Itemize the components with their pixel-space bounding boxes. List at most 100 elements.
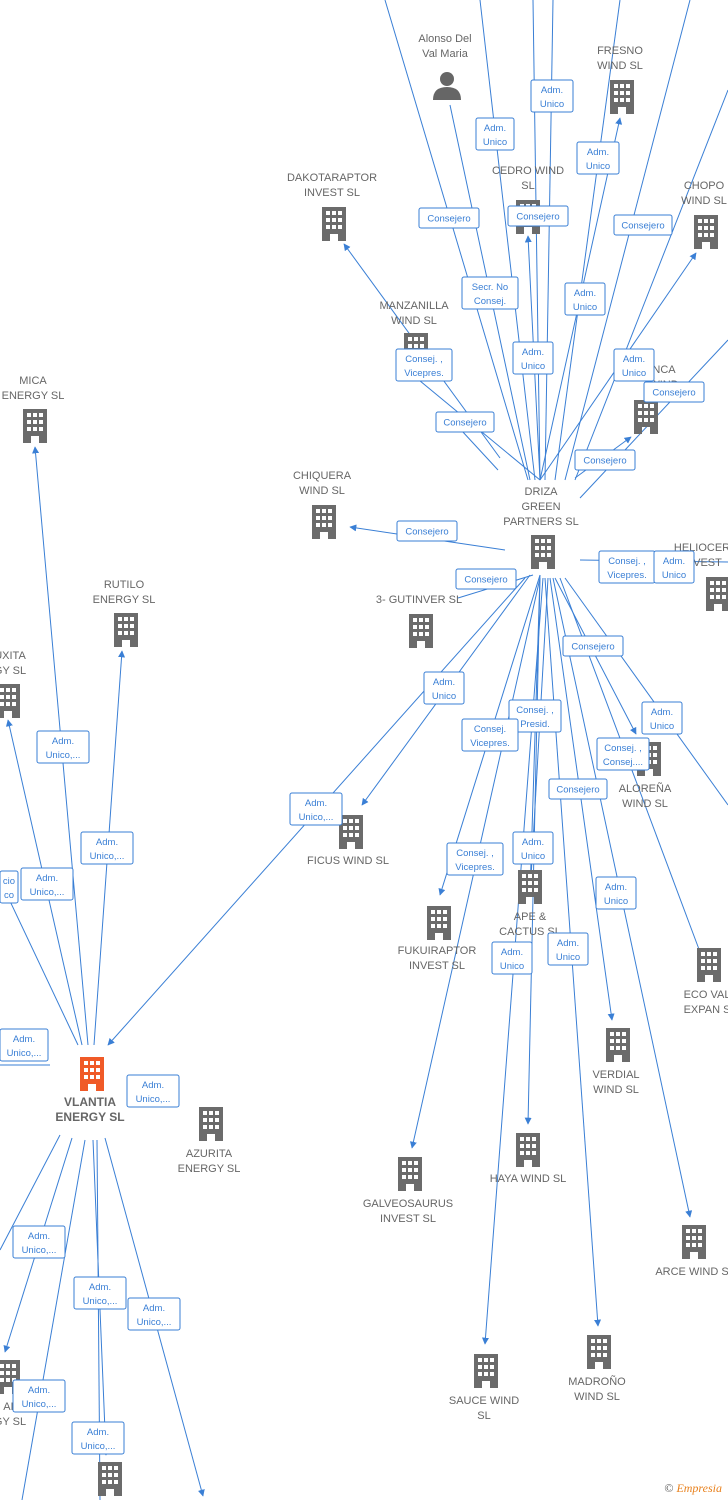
node-label: FUKUIRAPTOR	[398, 945, 477, 957]
edge-role-label[interactable]: Consejero	[562, 635, 624, 657]
edge-role-text: Unico	[556, 952, 580, 963]
edge-role-label[interactable]: Adm.Unico	[547, 932, 589, 966]
node-label: 3- GUTINVER SL	[376, 594, 462, 606]
edge-role-label[interactable]: Adm.Unico,...	[20, 867, 74, 901]
node-arce[interactable]: ARCE WIND S	[655, 1225, 728, 1278]
node-haya[interactable]: HAYA WIND SL	[490, 1133, 567, 1185]
edge-role-label[interactable]: Adm.Unico	[576, 141, 620, 175]
edge-role-text: Adm.	[651, 707, 673, 718]
edge-role-label[interactable]: Adm.Unico	[613, 348, 655, 382]
edge-role-text: Consej. ,	[405, 354, 443, 365]
edge-role-label[interactable]: Consejero	[418, 207, 480, 229]
node-label: WIND SL	[681, 195, 727, 207]
node-label: MICA	[19, 375, 47, 387]
node-label: INVEST SL	[380, 1213, 436, 1225]
edge-role-label[interactable]: Consejero	[435, 411, 495, 433]
edge-role-text: Unico	[586, 161, 610, 172]
edge-role-text: Unico	[604, 896, 628, 907]
node-label: WIND SL	[391, 315, 437, 327]
brand-logo[interactable]: Empresia	[676, 1481, 722, 1495]
node-uxita[interactable]: UXITAGY SL	[0, 650, 26, 718]
edge-role-label[interactable]: Consejero	[613, 214, 673, 236]
edge-role-label[interactable]: Consejero	[507, 205, 569, 227]
edge-role-label[interactable]: Adm.Unico,...	[80, 831, 134, 865]
edge-role-text: Secr. No	[472, 282, 508, 293]
edge-role-label[interactable]: Consejero	[455, 568, 517, 590]
edge-role-label[interactable]: Adm.Unico,...	[126, 1074, 180, 1108]
edge-role-label[interactable]: Adm.Unico,...	[71, 1421, 125, 1455]
edge-role-label[interactable]: Adm.Unico,...	[12, 1225, 66, 1259]
node-label: ARCE WIND S	[655, 1266, 728, 1278]
edge-role-label[interactable]: Adm.Unico	[653, 550, 695, 584]
person-icon	[433, 72, 461, 100]
edge-role-label[interactable]: Consej. ,Vicepres.	[395, 348, 453, 382]
edge-role-label[interactable]: Adm.Unico	[512, 341, 554, 375]
building-icon	[634, 400, 658, 434]
edge-role-label[interactable]: Consej. ,Vicepres.	[598, 550, 656, 584]
edge-role-text: cio	[3, 876, 15, 887]
node-gutinver[interactable]: 3- GUTINVER SL	[376, 594, 462, 648]
edge-role-label[interactable]: Adm.Unico,...	[127, 1297, 181, 1331]
node-label: HAYA WIND SL	[490, 1173, 567, 1185]
node-bottom[interactable]	[98, 1462, 122, 1496]
edge-role-label[interactable]: Adm.Unico	[423, 671, 465, 705]
node-label: APE &	[514, 911, 547, 923]
node-ficus[interactable]: FICUS WIND SL	[307, 815, 389, 867]
edge-role-label[interactable]: Adm.Unico	[595, 876, 637, 910]
edge-role-text: Unico	[500, 961, 524, 972]
edge-role-label[interactable]: Adm.Unico	[491, 941, 533, 975]
building-icon	[409, 614, 433, 648]
edge-line	[554, 0, 621, 481]
edge-role-label[interactable]: Adm.Unico,...	[12, 1379, 66, 1413]
edge-role-label[interactable]: Adm.Unico	[641, 701, 683, 735]
edge-role-label[interactable]: Consej.Vicepres.	[461, 718, 519, 752]
edge-role-label[interactable]: Adm.Unico,...	[0, 1028, 49, 1062]
edge-role-label[interactable]: Adm.Unico,...	[289, 792, 343, 826]
edge-role-text: Adm.	[305, 798, 327, 809]
edge-role-label[interactable]: Adm.Unico,...	[36, 730, 90, 764]
edge-role-label[interactable]: Adm.Unico	[512, 831, 554, 865]
edge-role-label[interactable]: Consejero	[643, 381, 705, 403]
node-ape[interactable]: APE &CACTUS SL	[499, 870, 561, 938]
edge-role-text: Consejero	[464, 575, 507, 586]
edge-role-label[interactable]: Adm.Unico	[475, 117, 515, 151]
building-icon	[98, 1462, 122, 1496]
edge-role-label[interactable]: Consejero	[548, 778, 608, 800]
building-icon	[474, 1354, 498, 1388]
edge-role-text: Adm.	[522, 837, 544, 848]
edge-role-text: Consej.	[474, 724, 506, 735]
edge-role-label[interactable]: Consej. ,Consej....	[596, 737, 650, 771]
edge-role-label[interactable]: Consej. ,Presid.	[508, 699, 562, 733]
edge-role-label[interactable]: Adm.Unico	[564, 282, 606, 316]
edge-role-label[interactable]: Adm.Unico,...	[73, 1276, 127, 1310]
building-icon	[518, 870, 542, 904]
edge-role-label[interactable]: cio co	[0, 870, 19, 904]
edge-role-label[interactable]: Consej. ,Vicepres.	[446, 842, 504, 876]
edge-role-label[interactable]: Adm.Unico	[530, 79, 574, 113]
edge-role-text: co	[4, 890, 14, 901]
edge-role-text: Adm.	[663, 556, 685, 567]
edge-role-label[interactable]: Consejero	[396, 520, 458, 542]
edge-role-text: Adm.	[36, 873, 58, 884]
edge-role-label[interactable]: Consejero	[574, 449, 636, 471]
